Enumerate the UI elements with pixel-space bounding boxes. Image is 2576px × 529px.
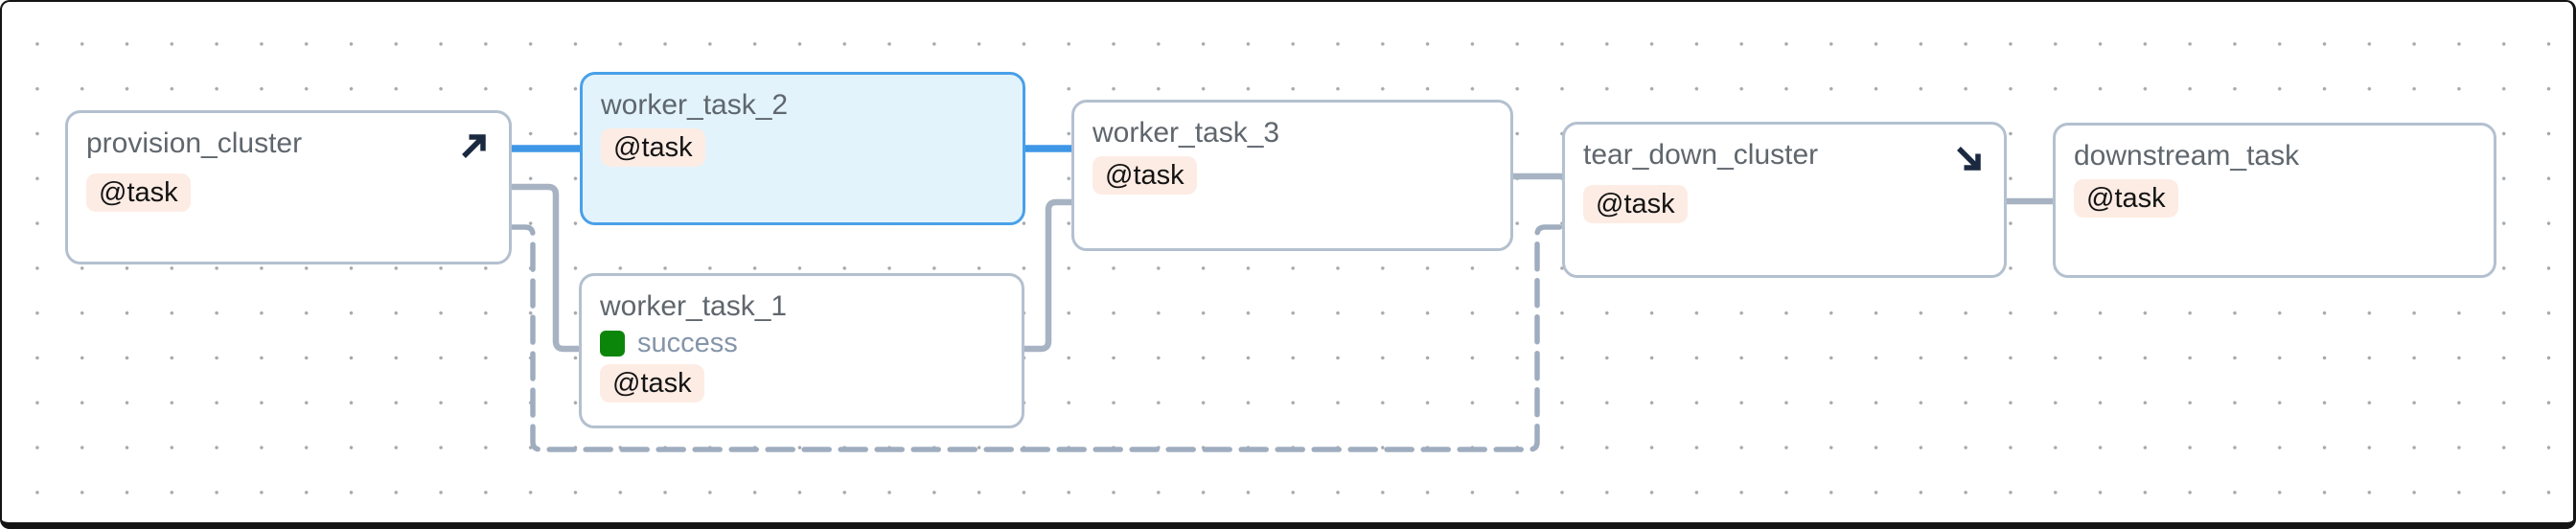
success-status-icon [600, 331, 625, 356]
status-label: success [637, 328, 738, 358]
task-decorator-badge: @task [1092, 156, 1197, 195]
task-decorator-badge: @task [1583, 185, 1688, 223]
task-node-worker-task-3[interactable]: worker_task_3 @task [1071, 100, 1513, 251]
node-title-row: tear_down_cluster [1583, 137, 1986, 180]
node-title: worker_task_2 [601, 89, 789, 121]
arrow-down-right-icon [1951, 141, 1986, 180]
node-title: downstream_task [2074, 140, 2300, 172]
task-node-downstream-task[interactable]: downstream_task @task [2053, 123, 2496, 278]
edge-provision-cluster-to-worker-task-1 [511, 183, 579, 353]
task-node-tear-down-cluster[interactable]: tear_down_cluster @task [1562, 122, 2007, 278]
task-decorator-badge: @task [2074, 179, 2178, 218]
task-decorator-badge: @task [86, 173, 191, 212]
task-decorator-badge: @task [601, 128, 705, 167]
node-title-row: provision_cluster [86, 126, 491, 169]
node-title: tear_down_cluster [1583, 139, 1819, 171]
task-node-worker-task-1[interactable]: worker_task_1 success @task [579, 273, 1024, 428]
task-status-row: success [600, 328, 738, 359]
edge-provision-cluster-to-tear-down-cluster [508, 224, 1565, 452]
edge-worker-task-1-to-worker-task-3 [1024, 198, 1071, 353]
arrow-up-right-icon [456, 129, 491, 169]
task-node-worker-task-2[interactable]: worker_task_2 @task [580, 72, 1025, 225]
node-title: worker_task_3 [1092, 117, 1280, 149]
node-title: worker_task_1 [600, 290, 788, 322]
task-node-provision-cluster[interactable]: provision_cluster @task [65, 110, 512, 264]
task-decorator-badge: @task [600, 364, 704, 402]
node-title: provision_cluster [86, 127, 303, 159]
